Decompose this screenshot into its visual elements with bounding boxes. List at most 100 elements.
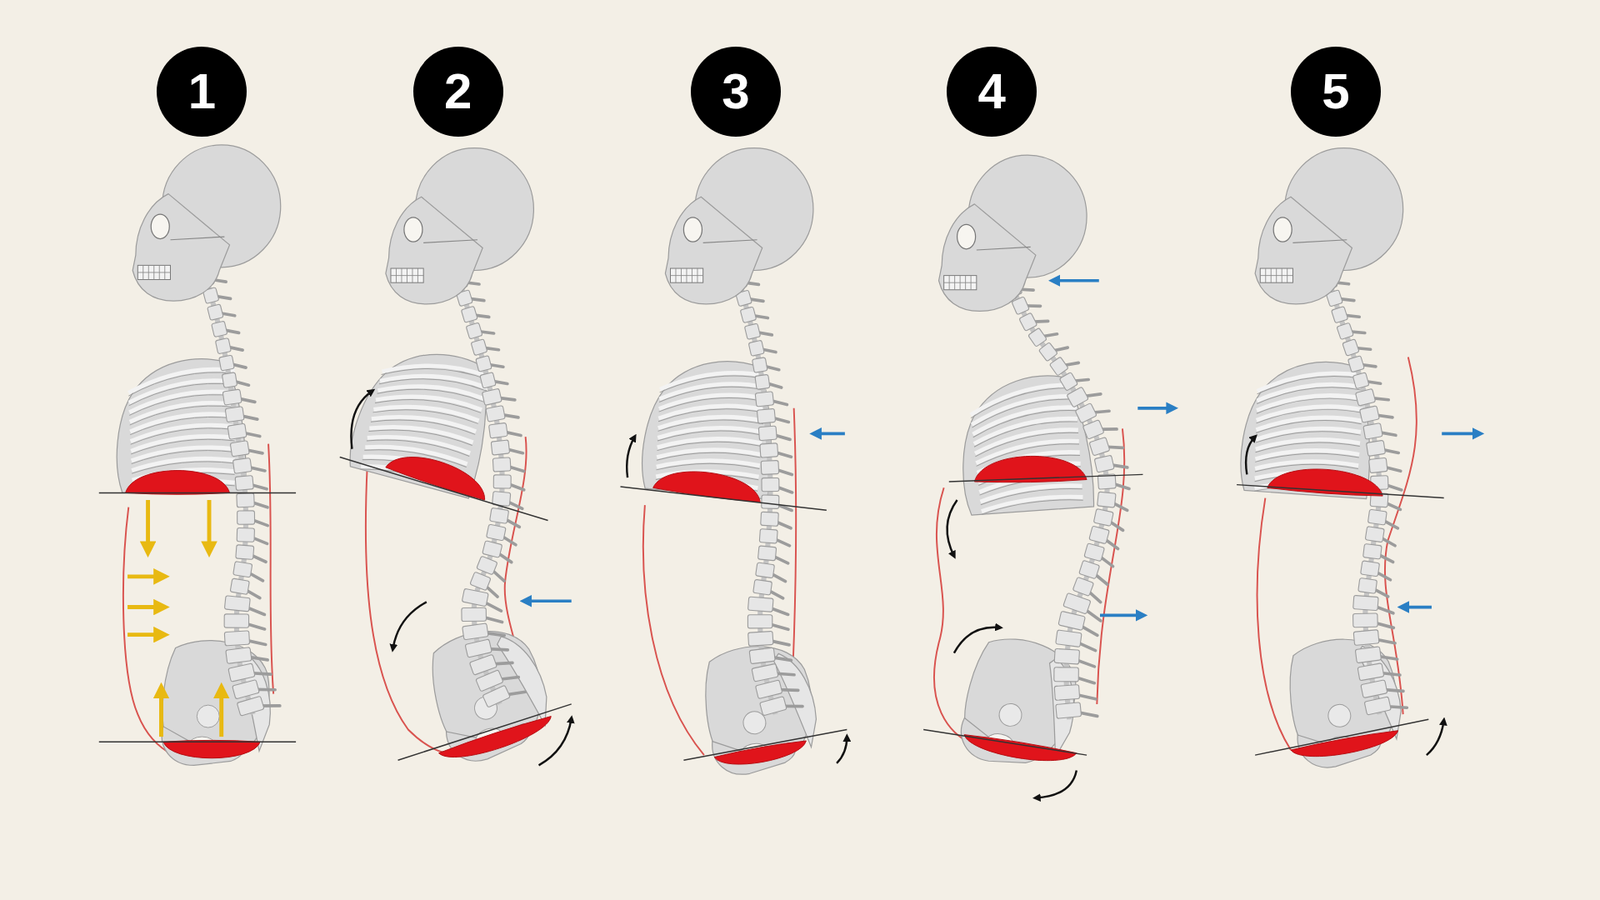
body-outline xyxy=(268,444,274,695)
vertebra xyxy=(1066,380,1101,410)
vertebral-body xyxy=(1054,667,1080,682)
vertebral-body xyxy=(236,493,255,508)
vertebral-body xyxy=(232,680,260,700)
rotation-arrow xyxy=(1035,770,1077,798)
rotation-arrow xyxy=(836,736,847,764)
vertebra xyxy=(227,421,260,441)
vertebra xyxy=(232,561,265,581)
vertebra xyxy=(1055,630,1099,651)
vertebral-body xyxy=(482,540,503,559)
vertebral-body xyxy=(462,623,489,640)
vertebral-body xyxy=(1365,440,1385,456)
vertebra xyxy=(492,456,524,474)
vertebral-body xyxy=(755,374,770,390)
vertebral-body xyxy=(749,647,775,665)
vertebra xyxy=(1347,352,1376,375)
vertebra xyxy=(1363,420,1396,441)
vertebral-body xyxy=(1079,560,1100,579)
number-badge: 3 xyxy=(690,46,781,137)
vertebra xyxy=(207,301,235,323)
vertebral-body xyxy=(755,391,774,407)
vertebra xyxy=(1360,676,1404,700)
vertebra xyxy=(235,545,268,563)
vertebra xyxy=(1365,438,1399,458)
vertebral-body xyxy=(475,355,492,373)
vertebral-body xyxy=(224,595,250,612)
face xyxy=(385,196,483,305)
vertebral-body xyxy=(1369,457,1388,473)
cheekbone xyxy=(703,240,758,244)
vertebral-body xyxy=(461,607,487,621)
vertebra xyxy=(470,335,499,357)
teeth xyxy=(670,268,703,283)
vertebra xyxy=(236,492,268,509)
body-outline xyxy=(365,464,450,754)
vertebral-body xyxy=(1364,696,1391,715)
vertebra xyxy=(751,660,795,683)
vertebra xyxy=(225,645,268,665)
vertebral-body xyxy=(752,357,768,374)
vertebra xyxy=(1342,335,1371,357)
vertebral-body xyxy=(481,388,502,405)
pelvic-floor xyxy=(1290,730,1399,757)
vertebral-body xyxy=(465,322,483,340)
face xyxy=(132,194,230,302)
rib-edge xyxy=(980,498,1084,515)
vertebral-body xyxy=(211,320,228,337)
vertebral-body xyxy=(225,647,252,665)
vertebral-body xyxy=(759,529,778,545)
pelvic-axis xyxy=(398,704,572,760)
vertebra xyxy=(469,649,513,677)
vertebral-body xyxy=(230,440,250,457)
bite-line xyxy=(390,275,424,276)
rib-cage xyxy=(956,373,1095,516)
pressure-arrow xyxy=(524,599,571,603)
vertebra xyxy=(462,620,505,641)
vertebra xyxy=(760,692,803,718)
vertebral-body xyxy=(1355,646,1381,664)
vertebra xyxy=(760,442,792,460)
vertebral-body xyxy=(761,477,780,491)
vertebral-body xyxy=(1059,371,1078,391)
bite-line xyxy=(944,282,977,284)
vertebral-body xyxy=(237,510,255,525)
vertebra xyxy=(211,318,240,339)
vertebra xyxy=(748,337,776,358)
vertebral-body xyxy=(761,495,780,510)
pelvic-axis xyxy=(1255,719,1429,755)
vertebral-body xyxy=(232,457,252,474)
rotation-arrow xyxy=(947,500,958,556)
vertebral-body xyxy=(744,323,760,340)
vertebra xyxy=(744,320,772,341)
teeth xyxy=(137,265,170,280)
vertebral-body xyxy=(1019,312,1038,331)
vertebral-body xyxy=(461,588,489,607)
vertebra xyxy=(1365,526,1398,546)
cheekbone xyxy=(170,236,225,240)
vertebra xyxy=(1362,543,1395,562)
vertebra xyxy=(488,420,521,440)
vertebral-body xyxy=(1093,508,1114,526)
vertebral-body xyxy=(756,408,775,424)
eye-socket xyxy=(1273,217,1292,242)
vertebral-body xyxy=(490,440,510,455)
vertebra xyxy=(1096,491,1129,510)
vertebra xyxy=(1075,397,1110,425)
vertebral-body xyxy=(1054,685,1080,701)
vertebra xyxy=(1367,509,1400,529)
vertebral-body xyxy=(755,562,775,579)
vertebra xyxy=(485,403,519,424)
vertebra xyxy=(1082,415,1117,441)
vertebra xyxy=(1028,321,1058,349)
vertebra xyxy=(1358,578,1391,597)
vertebra xyxy=(225,404,258,424)
vertebral-body xyxy=(1094,455,1115,473)
vertebral-body xyxy=(1054,648,1080,665)
body-outline xyxy=(1257,498,1291,750)
vertebra xyxy=(1353,628,1395,647)
face xyxy=(939,204,1036,312)
eye-socket xyxy=(150,214,170,239)
number-badge: 1 xyxy=(156,46,247,137)
vertebral-body xyxy=(740,306,756,324)
